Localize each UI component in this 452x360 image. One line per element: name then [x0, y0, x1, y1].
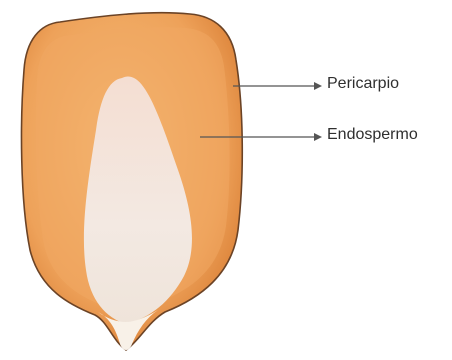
pericarp-label: Pericarpio	[327, 75, 399, 93]
endosperm-label: Endospermo	[327, 126, 418, 144]
pericarp-pointer-arrowhead	[314, 82, 322, 90]
endosperm-pointer-arrowhead	[314, 133, 322, 141]
